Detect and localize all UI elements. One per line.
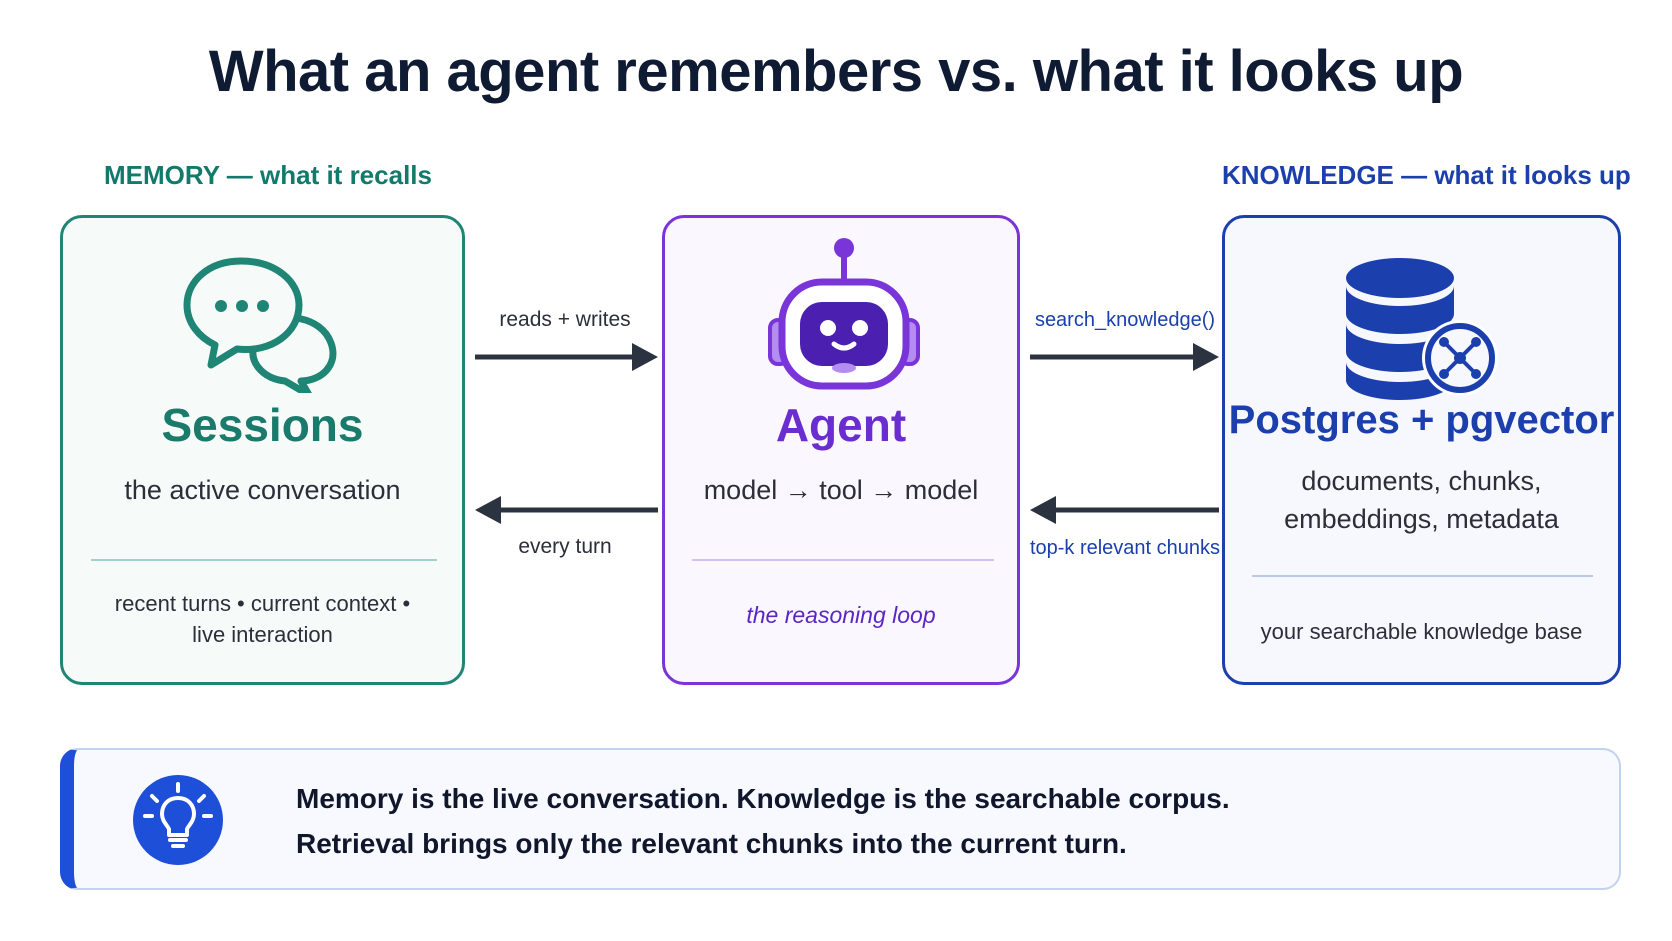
sessions-divider	[91, 559, 437, 561]
arrow-label-search-knowledge: search_knowledge()	[1034, 309, 1216, 331]
arrow-knowledge-to-agent	[1030, 496, 1219, 524]
callout-text: Memory is the live conversation. Knowled…	[296, 776, 1230, 866]
arrow-label-reads-writes: reads + writes	[499, 308, 631, 331]
insight-callout: Memory is the live conversation. Knowled…	[60, 748, 1621, 890]
callout-line2: Retrieval brings only the relevant chunk…	[296, 828, 1127, 859]
knowledge-divider	[1252, 575, 1593, 577]
knowledge-subtitle-line2: embeddings, metadata	[1284, 504, 1559, 534]
agent-divider	[692, 559, 994, 561]
page-title: What an agent remembers vs. what it look…	[208, 39, 1464, 104]
arrow-memory-to-agent	[475, 343, 658, 371]
agent-subtitle: model → tool → model	[703, 475, 979, 505]
chat-bubbles-icon	[183, 257, 337, 393]
sessions-footer-line2: live interaction	[192, 622, 333, 647]
sessions-title: Sessions	[161, 399, 364, 451]
knowledge-subtitle-line1: documents, chunks,	[1301, 466, 1542, 496]
knowledge-title: Postgres + pgvector	[1228, 398, 1615, 442]
sessions-subtitle: the active conversation	[124, 475, 401, 505]
knowledge-section-label: KNOWLEDGE — what it looks up	[1222, 160, 1631, 190]
callout-line1: Memory is the live conversation. Knowled…	[296, 783, 1230, 814]
arrow-agent-to-memory	[475, 496, 658, 524]
agent-title: Agent	[775, 399, 907, 451]
database-vector-icon	[1346, 258, 1498, 400]
agent-card: Agent model → tool → model the reasoning…	[662, 215, 1020, 685]
arrow-label-top-k-chunks: top-k relevant chunks	[1029, 537, 1221, 559]
arrow-label-every-turn: every turn	[518, 535, 612, 558]
robot-icon	[768, 238, 920, 390]
lightbulb-icon	[133, 775, 223, 865]
knowledge-footer: your searchable knowledge base	[1260, 619, 1583, 644]
knowledge-card: Postgres + pgvector documents, chunks, e…	[1222, 215, 1621, 685]
memory-section-label: MEMORY — what it recalls	[104, 160, 432, 190]
sessions-footer-line1: recent turns • current context •	[114, 591, 411, 616]
arrow-agent-to-knowledge	[1030, 343, 1219, 371]
sessions-card: Sessions the active conversation recent …	[60, 215, 465, 685]
agent-footer: the reasoning loop	[746, 602, 936, 628]
